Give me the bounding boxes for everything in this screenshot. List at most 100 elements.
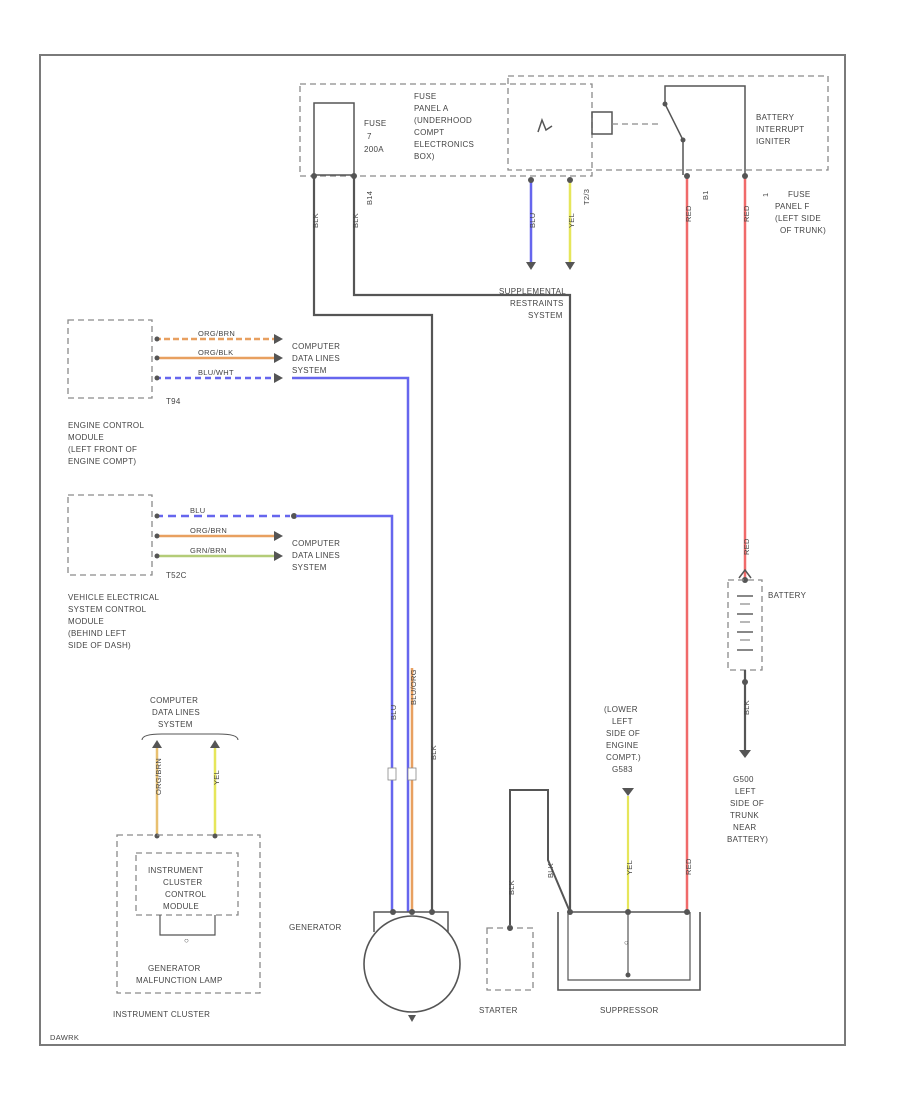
cluster-data-lines-0: COMPUTER	[150, 696, 198, 705]
fuse-panel-label-4: ELECTRONICS	[414, 140, 474, 149]
vehicle-electrical-module: T52C VEHICLE ELECTRICAL SYSTEM CONTROL M…	[67, 494, 187, 650]
wire-code-yel: YEL	[567, 213, 576, 228]
ground-g1-label-2: SIDE OF	[606, 729, 640, 738]
ecm-label-1: MODULE	[68, 433, 104, 442]
ground-g1-label-0: (LOWER	[604, 705, 638, 714]
fuse-panel-label-5: BOX)	[414, 152, 435, 161]
vesm-label-1: SYSTEM CONTROL	[68, 605, 147, 614]
warning-label-0: GENERATOR	[148, 964, 201, 973]
ecm-data-lines-2: SYSTEM	[292, 366, 327, 375]
wire-blu-ecm-gen	[292, 376, 410, 912]
icm-label-2: CONTROL	[165, 890, 206, 899]
battery-wire-code-blk: BLK	[742, 700, 751, 715]
ground-g1-label-3: ENGINE	[606, 741, 638, 750]
vesm-label-3: (BEHIND LEFT	[68, 629, 126, 638]
diagram-id: DAWRK	[50, 1033, 79, 1042]
vesm-data-lines-1: DATA LINES	[292, 551, 340, 560]
cluster-data-lines-1: DATA LINES	[152, 708, 200, 717]
vesm-label-2: MODULE	[68, 617, 104, 626]
battery: RED BATTERY BLK G500 LEFT SIDE OF TRUNK …	[727, 538, 807, 844]
wire-code-blk-1: BLK	[311, 213, 320, 228]
fuse-panel-label-3: COMPT	[414, 128, 444, 137]
supp-wire-code-yel: YEL	[625, 860, 634, 875]
fuse-panel-f-label-2: (LEFT SIDE	[775, 214, 821, 223]
wire-code-blu: BLU	[528, 213, 537, 229]
ground-g583: (LOWER LEFT SIDE OF ENGINE COMPT.) G583 …	[604, 705, 641, 912]
ground-g1-label-5: G583	[612, 765, 633, 774]
starter-label: STARTER	[479, 1006, 518, 1015]
battery-ground-0: G500	[733, 775, 754, 784]
instrument-cluster: INSTRUMENT CLUSTER CONTROL MODULE ○ GENE…	[113, 834, 261, 1019]
wire-code-red-2: RED	[742, 205, 751, 222]
ecm-wire-0: ORG/BRN	[198, 329, 235, 338]
gen-wire-code-1: BLU/ORG	[409, 669, 418, 705]
wire-code-blk-2: BLK	[351, 213, 360, 228]
supplemental-label: SUPPLEMENTAL RESTRAINTS SYSTEM	[499, 287, 566, 320]
fuse-panel-f: FUSE PANEL F (LEFT SIDE OF TRUNK)	[775, 190, 826, 235]
supplemental-label-0: SUPPLEMENTAL	[499, 287, 566, 296]
fuse-panel-label-0: FUSE	[414, 92, 437, 101]
supp-wire-code-red: RED	[684, 858, 693, 875]
pin-label-t2: T2/3	[582, 189, 591, 205]
ecm-label-0: ENGINE CONTROL	[68, 421, 144, 430]
ecm-data-lines-0: COMPUTER	[292, 342, 340, 351]
diagram-border	[39, 54, 846, 1046]
battery-interrupt-label-0: BATTERY	[756, 113, 795, 122]
supplemental-label-2: SYSTEM	[528, 311, 563, 320]
wire-blk-supp	[352, 175, 572, 912]
battery-wire-code-red: RED	[742, 538, 751, 555]
vesm-wire-1: ORG/BRN	[190, 526, 227, 535]
battery-ground-2: SIDE OF	[730, 799, 764, 808]
battery-label: BATTERY	[768, 591, 807, 600]
vesm-label-4: SIDE OF DASH)	[68, 641, 131, 650]
fuse-7-label-1: 7	[367, 132, 372, 141]
ecm-label-3: ENGINE COMPT)	[68, 457, 136, 466]
supp-wire-code-blk: BLK	[546, 863, 555, 878]
fuse-panel-label-1: PANEL A	[414, 104, 449, 113]
icm-label-0: INSTRUMENT	[148, 866, 203, 875]
fuse-7-label-2: 200A	[364, 145, 384, 154]
suppressor-label: SUPPRESSOR	[600, 1006, 659, 1015]
cluster-title: INSTRUMENT CLUSTER	[113, 1010, 210, 1019]
ground-g1-label-1: LEFT	[612, 717, 633, 726]
battery-ground-5: BATTERY)	[727, 835, 768, 844]
generator-label: GENERATOR	[289, 923, 342, 932]
battery-interrupt-label-1: INTERRUPT	[756, 125, 804, 134]
wire-blk-gen	[312, 175, 434, 912]
warning-label-1: MALFUNCTION LAMP	[136, 976, 223, 985]
icm-label-1: CLUSTER	[163, 878, 202, 887]
fuse-panel-f-label-1: PANEL F	[775, 202, 810, 211]
fuse-panel-label-2: (UNDERHOOD	[414, 116, 472, 125]
lamp-symbol: ○	[184, 936, 189, 945]
supplemental-label-1: RESTRAINTS	[510, 299, 564, 308]
battery-ground-3: TRUNK	[730, 811, 759, 820]
gen-wire-code-0: BLU	[389, 705, 398, 721]
ecm-connector: T94	[166, 397, 181, 406]
pin-label-b1: B1	[701, 190, 710, 200]
cluster-wire-code-0: ORG/BRN	[154, 758, 163, 795]
vesm-data-lines-2: SYSTEM	[292, 563, 327, 572]
fuse-panel-f-label-0: FUSE	[788, 190, 811, 199]
starter: BLK STARTER	[479, 789, 571, 1015]
engine-control-module: T94 ENGINE CONTROL MODULE (LEFT FRONT OF…	[67, 319, 181, 466]
ecm-wire-2: BLU/WHT	[198, 368, 234, 377]
battery-interrupt-igniter: BATTERY INTERRUPT IGNITER	[507, 75, 829, 175]
ecm-wire-1: ORG/BLK	[198, 348, 233, 357]
fuse-panel-f-label-3: OF TRUNK)	[780, 226, 826, 235]
ecm-data-lines-1: DATA LINES	[292, 354, 340, 363]
vesm-connector: T52C	[166, 571, 187, 580]
battery-ground-4: NEAR	[733, 823, 756, 832]
gen-wire-code-2: BLK	[429, 745, 438, 760]
ecm-label-2: (LEFT FRONT OF	[68, 445, 137, 454]
pin-label-b14: B14	[365, 191, 374, 205]
battery-interrupt-label-2: IGNITER	[756, 137, 791, 146]
ground-g1-label-4: COMPT.)	[606, 753, 641, 762]
cluster-wire-code-1: YEL	[212, 770, 221, 785]
pin-label-1: 1	[761, 193, 770, 197]
starter-wire-code: BLK	[507, 880, 516, 895]
vesm-wire-2: GRN/BRN	[190, 546, 227, 555]
cluster-data-lines: COMPUTER DATA LINES SYSTEM	[141, 696, 239, 741]
vesm-wire-0: BLU	[190, 506, 206, 515]
suppressor: ○ BLK RED SUPPRESSOR	[546, 858, 701, 1015]
generator: GENERATOR	[289, 909, 461, 1022]
